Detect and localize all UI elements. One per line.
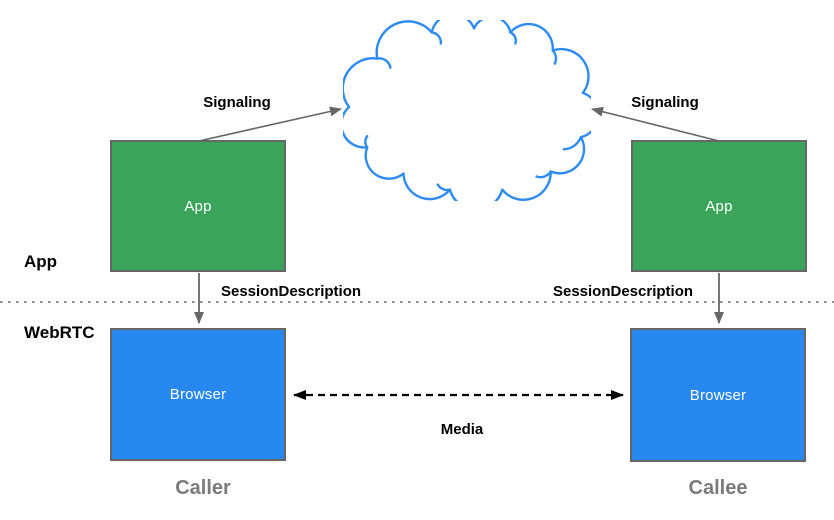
session-description-label-left: SessionDescription	[220, 283, 362, 300]
caller-browser-label: Browser	[169, 386, 227, 403]
app-layer-label: App	[24, 252, 58, 271]
callee-caption: Callee	[688, 477, 748, 499]
signaling-label-left: Signaling	[203, 94, 271, 111]
callee-browser-box: Browser	[630, 328, 806, 462]
caller-caption: Caller	[175, 477, 231, 499]
cloud-curl	[509, 31, 518, 45]
signaling-arrow-right	[591, 106, 720, 142]
cloud-curl	[364, 134, 369, 149]
cloud-curl	[430, 31, 442, 45]
signaling-arrow-left	[198, 106, 342, 142]
cloud-curl	[436, 183, 452, 192]
cloud-curl	[376, 57, 392, 69]
signaling-cloud-icon	[343, 20, 591, 201]
session-description-label-right: SessionDescription	[552, 283, 694, 300]
cloud-curl	[562, 136, 583, 151]
caller-app-label: App	[184, 197, 212, 215]
media-label: Media	[440, 421, 484, 438]
webrtc-layer-label: WebRTC	[24, 323, 95, 342]
caller-app-box: App	[110, 140, 286, 272]
cloud-outline	[343, 20, 591, 201]
caller-browser-box: Browser	[110, 328, 286, 461]
callee-browser-label: Browser	[689, 386, 747, 404]
cloud-curl	[551, 49, 558, 65]
callee-app-box: App	[631, 140, 807, 272]
cloud-curl	[535, 170, 552, 179]
signaling-label-right: Signaling	[631, 94, 699, 111]
callee-app-label: App	[705, 197, 733, 215]
